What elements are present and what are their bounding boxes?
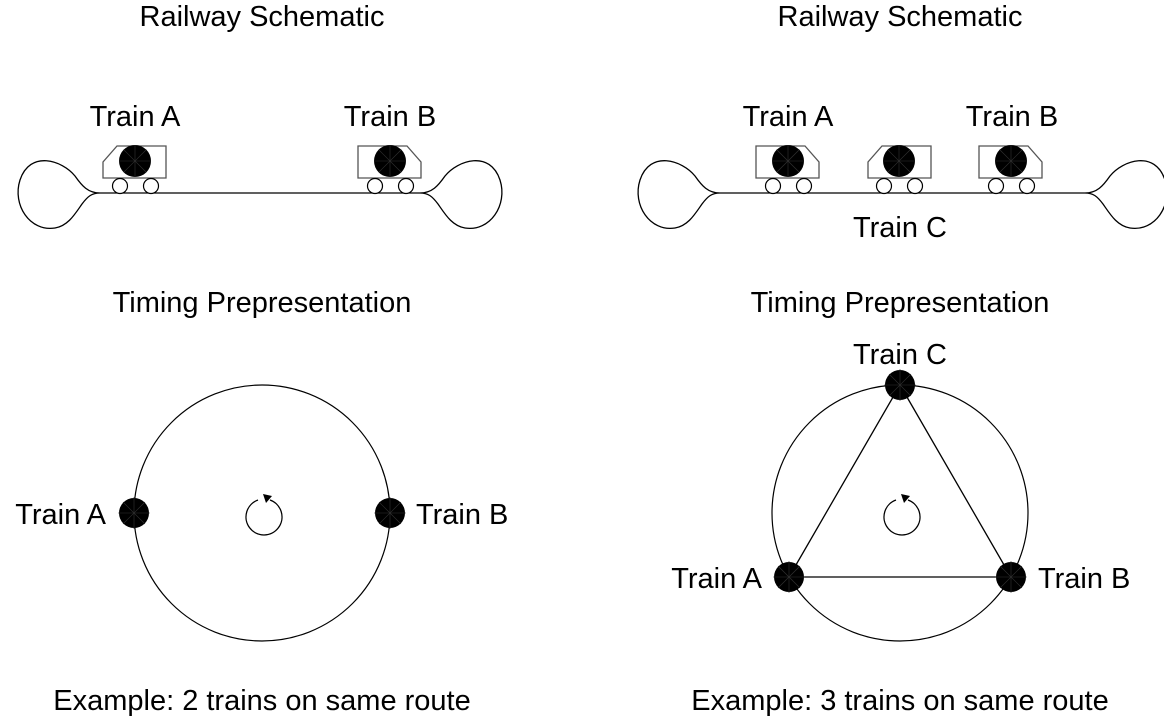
wheel bbox=[142, 177, 160, 195]
schematic-title: Railway Schematic bbox=[140, 1, 385, 33]
wheel bbox=[1018, 177, 1036, 195]
timing-circle bbox=[133, 384, 391, 642]
train-b-label: Train B bbox=[344, 101, 436, 133]
timing-train-c-label: Train C bbox=[853, 339, 947, 371]
train-a-label: Train A bbox=[90, 101, 181, 133]
timing-train-b bbox=[373, 496, 407, 530]
train-car-a bbox=[755, 144, 820, 195]
wheel bbox=[366, 177, 384, 195]
train-b-label: Train B bbox=[966, 101, 1058, 133]
timing-title: Timing Prepresentation bbox=[751, 287, 1050, 319]
train-car-b bbox=[357, 144, 422, 195]
wheel bbox=[987, 177, 1005, 195]
rotation-icon bbox=[245, 494, 283, 536]
rotation-icon bbox=[883, 494, 921, 536]
wheel bbox=[906, 177, 924, 195]
railway-track bbox=[17, 160, 503, 229]
wheel bbox=[795, 177, 813, 195]
timing-train-b-label: Train B bbox=[1038, 563, 1130, 595]
track-loop-right bbox=[1084, 160, 1164, 229]
train-car-b bbox=[978, 144, 1043, 195]
schematic-title: Railway Schematic bbox=[778, 1, 1023, 33]
timing-triangle bbox=[788, 384, 1012, 578]
wheel bbox=[764, 177, 782, 195]
timing-train-b-label: Train B bbox=[416, 499, 508, 531]
timing-title: Timing Prepresentation bbox=[113, 287, 412, 319]
timing-train-b bbox=[994, 560, 1028, 594]
train-c-label: Train C bbox=[853, 212, 947, 244]
wheel bbox=[111, 177, 129, 195]
caption: Example: 3 trains on same route bbox=[691, 685, 1108, 717]
train-a-label: Train A bbox=[743, 101, 834, 133]
caption: Example: 2 trains on same route bbox=[53, 685, 470, 717]
timing-train-a-label: Train A bbox=[671, 563, 762, 595]
timing-train-a bbox=[772, 560, 806, 594]
timing-circle bbox=[771, 384, 1029, 642]
wheel bbox=[875, 177, 893, 195]
train-car-a bbox=[102, 144, 167, 195]
right-panel: Railway Schematic Train A Train C bbox=[637, 1, 1164, 717]
wheel bbox=[397, 177, 415, 195]
timing-train-a-label: Train A bbox=[15, 499, 106, 531]
timing-train-a bbox=[117, 496, 151, 530]
train-car-c bbox=[867, 144, 932, 195]
track-loop-left bbox=[17, 160, 101, 229]
timing-train-c bbox=[883, 368, 917, 402]
track-loop-left bbox=[637, 160, 721, 229]
left-panel: Railway Schematic Train A Train B Timing bbox=[15, 1, 508, 717]
track-loop-right bbox=[419, 160, 503, 229]
